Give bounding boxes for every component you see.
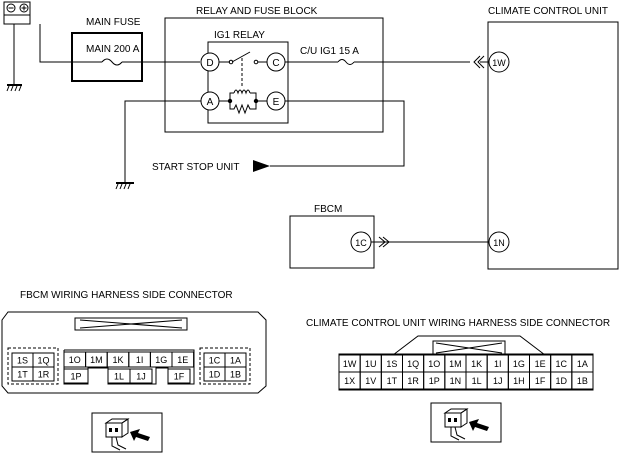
svg-text:1N: 1N — [493, 238, 505, 248]
ccu-pin: 1I — [494, 359, 502, 369]
main-fuse-symbol — [101, 58, 123, 66]
relay-and-fuse-block: RELAY AND FUSE BLOCK IG1 RELAY D C A E C… — [115, 6, 470, 190]
fbcm-pin: 1O — [69, 355, 81, 365]
ccu-pin: 1K — [471, 359, 482, 369]
relay-block-title: RELAY AND FUSE BLOCK — [196, 6, 318, 17]
ccu-pin: 1V — [365, 376, 376, 386]
start-stop-arrow-icon — [253, 160, 270, 172]
fbcm-pin: 1J — [136, 372, 146, 382]
ccu-pin: 1Q — [407, 359, 419, 369]
ig1-relay-label: IG1 RELAY — [214, 30, 265, 41]
fbcm-pin: 1B — [230, 370, 241, 380]
ccu-pin: 1X — [344, 376, 355, 386]
fbcm-pin-cell — [224, 366, 247, 382]
fbcm-pin: 1K — [112, 355, 123, 365]
ccu-connector: CLIMATE CONTROL UNIT WIRING HARNESS SIDE… — [306, 318, 610, 391]
svg-text:D: D — [206, 58, 213, 69]
main-fuse-title: MAIN FUSE — [86, 17, 141, 28]
ccu-pin: 1E — [535, 359, 546, 369]
ccu-pin: 1N — [450, 376, 462, 386]
svg-text:1C: 1C — [355, 238, 367, 248]
fbcm-pin: 1E — [177, 355, 188, 365]
battery-negative-terminal — [6, 3, 16, 13]
fbcm-pin: 1Q — [37, 356, 49, 366]
fbcm-pin: 1R — [38, 370, 50, 380]
relay-coil — [233, 89, 251, 95]
main-fuse-label: MAIN 200 A — [86, 44, 140, 55]
fbcm-pin: 1I — [136, 355, 144, 365]
fbcm-pin-cell — [63, 368, 89, 384]
svg-text:C: C — [272, 58, 279, 69]
connector-chevron-1w-icon — [477, 55, 485, 69]
ccu-pin: 1W — [343, 359, 357, 369]
climate-unit-title: CLIMATE CONTROL UNIT — [488, 6, 608, 17]
ccu-connector-title: CLIMATE CONTROL UNIT WIRING HARNESS SIDE… — [306, 318, 610, 329]
fbcm-title: FBCM — [314, 204, 342, 215]
fbcm-connector-title: FBCM WIRING HARNESS SIDE CONNECTOR — [20, 290, 233, 301]
cu-ig1-fuse-label: C/U IG1 15 A — [300, 46, 359, 57]
fbcm-pin-cell — [129, 368, 153, 384]
fbcm-pin: 1A — [230, 356, 241, 366]
connector-view-icon-2 — [430, 402, 502, 443]
ccu-pin: 1G — [513, 359, 525, 369]
ccu-pin: 1T — [387, 376, 398, 386]
ccu-pin: 1B — [577, 376, 588, 386]
terminal-1w — [488, 51, 510, 73]
svg-text:1W: 1W — [492, 58, 506, 68]
start-stop-unit-label: START STOP UNIT — [152, 162, 239, 173]
battery-positive-terminal — [19, 3, 29, 13]
start-stop-unit: START STOP UNIT — [152, 160, 270, 173]
ccu-pin: 1O — [428, 359, 440, 369]
fbcm-connector: FBCM WIRING HARNESS SIDE CONNECTOR 1S 1Q 1… — [1, 290, 267, 394]
ccu-pin: 1D — [555, 376, 567, 386]
fbcm-pin: 1C — [209, 356, 221, 366]
insertion-arrow-icon — [130, 429, 150, 441]
ccu-pin-cell — [571, 371, 594, 390]
ccu-pin: 1A — [577, 359, 588, 369]
ccu-pin: 1F — [535, 376, 546, 386]
fbcm-pin: 1P — [70, 372, 81, 382]
fbcm-connector-latch — [74, 317, 188, 331]
fbcm-pin-cell — [171, 351, 195, 368]
connector-view-icon — [91, 412, 163, 453]
climate-control-unit: CLIMATE CONTROL UNIT 1W 1N — [473, 6, 619, 270]
ccu-pin: 1R — [407, 376, 419, 386]
battery — [3, 1, 72, 92]
relay-switch-contact — [231, 51, 251, 63]
fbcm-pin: 1L — [114, 372, 124, 382]
fbcm-pin: 1T — [17, 370, 28, 380]
ccu-pin: 1H — [513, 376, 525, 386]
insertion-arrow-icon-2 — [469, 419, 489, 431]
ccu-pin: 1C — [555, 359, 567, 369]
fbcm-pin-cell — [32, 366, 55, 382]
fbcm-connector-outline — [1, 311, 267, 394]
fbcm-pin: 1D — [209, 370, 221, 380]
connector-chevron-1c-icon — [382, 236, 390, 248]
svg-text:E: E — [273, 97, 280, 108]
ccu-pin: 1P — [429, 376, 440, 386]
ccu-pin: 1U — [365, 359, 377, 369]
ccu-connector-hood — [392, 335, 546, 356]
fbcm: FBCM 1C — [289, 204, 489, 269]
ccu-pin: 1J — [493, 376, 503, 386]
fbcm-pin: 1S — [17, 356, 28, 366]
ccu-pin: 1M — [449, 359, 462, 369]
fbcm-pin-cell — [167, 368, 191, 384]
ccu-pin: 1S — [386, 359, 397, 369]
fbcm-pin: 1F — [174, 372, 185, 382]
relay-resistor — [229, 101, 257, 115]
fbcm-pin: 1G — [155, 355, 167, 365]
cu-ig1-fuse-symbol — [337, 59, 355, 65]
svg-text:A: A — [207, 97, 214, 108]
ccu-pin: 1L — [472, 376, 482, 386]
fbcm-pin: 1M — [90, 355, 103, 365]
main-fuse: MAIN FUSE MAIN 200 A — [71, 17, 200, 82]
